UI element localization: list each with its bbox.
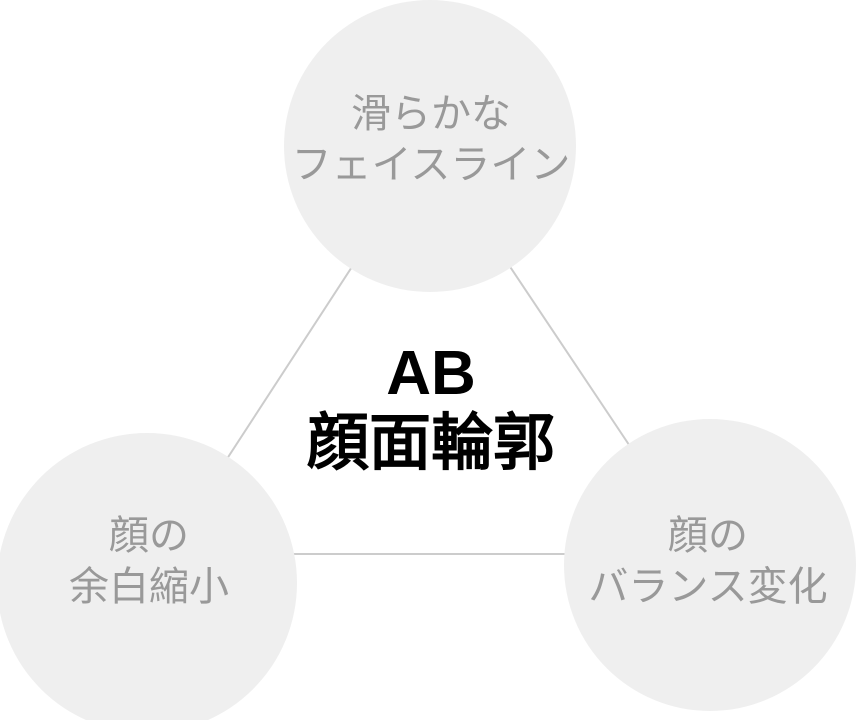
node-bottom-left-label: 顔の 余白縮小 [69, 511, 229, 613]
top-circle [284, 0, 576, 292]
bottom-left-circle [0, 433, 297, 720]
node-top-label: 滑らかな フェイスライン [292, 89, 571, 191]
node-bottom-right-label-line1: 顔の [667, 514, 748, 558]
node-top-label-line2: フェイスライン [291, 143, 571, 187]
node-bottom-left-label-line2: 余白縮小 [69, 565, 229, 609]
bottom-right-circle [564, 419, 856, 711]
triangle-connector-lines [163, 145, 704, 555]
node-bottom-right-label-line2: バランス変化 [588, 565, 828, 609]
node-top-label-line1: 滑らかな [351, 92, 511, 136]
node-bottom-left-label-line1: 顔の [109, 514, 189, 558]
center-title: AB 顔面輪郭 [307, 339, 555, 479]
center-title-line2: 顔面輪郭 [306, 409, 556, 478]
center-title-line1: AB [386, 339, 476, 408]
node-bottom-right-label: 顔の バランス変化 [588, 511, 827, 613]
